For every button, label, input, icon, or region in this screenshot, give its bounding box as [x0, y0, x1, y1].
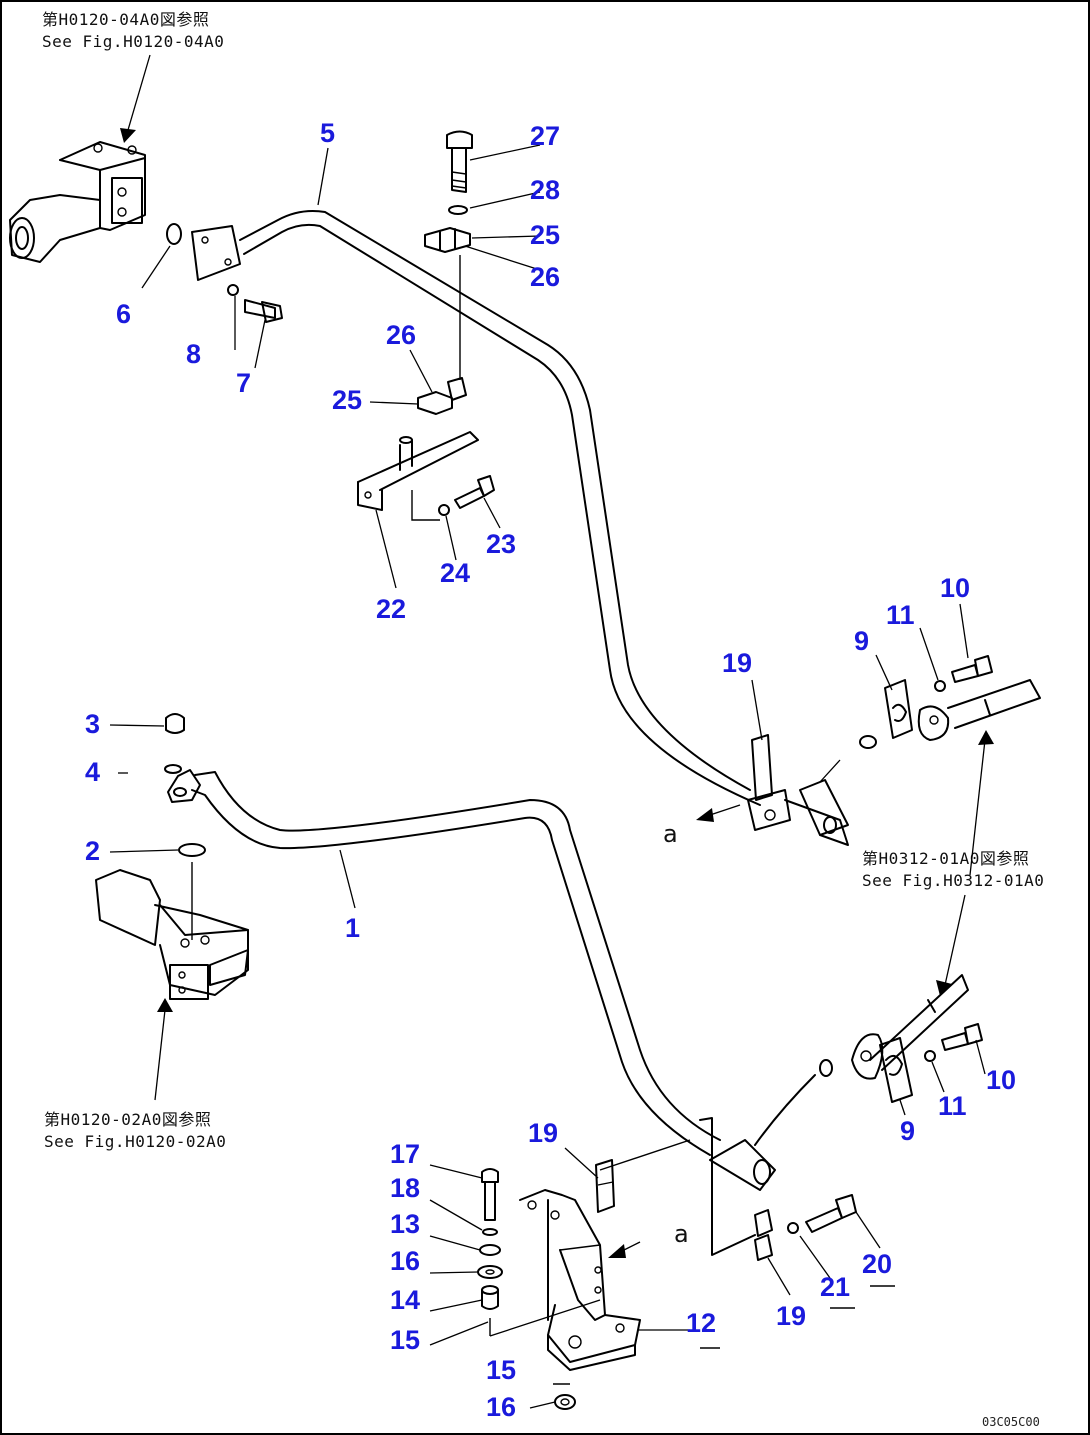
split-flange-9-lower: [879, 1037, 913, 1103]
hose-end-upper: [917, 679, 1041, 741]
bolt-23: [454, 475, 495, 509]
label-9-lower: 9: [900, 1116, 915, 1146]
reference-right-jp: 第H0312-01A0図参照: [862, 849, 1029, 868]
tube-5: [191, 210, 761, 806]
label-26-top: 26: [530, 262, 560, 292]
label-23: 23: [486, 529, 516, 559]
plug-3: [165, 713, 185, 734]
washer-16-lower: [554, 1394, 576, 1410]
label-16-lower: 16: [486, 1392, 516, 1422]
o-ring-upper: [859, 735, 877, 749]
label-14: 14: [390, 1285, 420, 1315]
label-5: 5: [320, 118, 335, 148]
part-number-labels: 5 27 28 25 26 6 8 7 26 25 23 24 22 19 11…: [85, 118, 1016, 1422]
view-letter-a-upper: a: [663, 820, 678, 848]
hose-end-lower: [851, 974, 969, 1080]
steering-valve-bottom: [95, 862, 249, 1000]
spacer-14: [481, 1285, 499, 1310]
tube-1: [167, 769, 721, 1156]
label-22: 22: [376, 594, 406, 624]
bracket-12: [519, 1189, 641, 1371]
label-3: 3: [85, 709, 100, 739]
label-28: 28: [530, 175, 560, 205]
label-2: 2: [85, 836, 100, 866]
washer-8: [227, 284, 239, 296]
o-ring-lower: [819, 1059, 833, 1077]
label-24: 24: [440, 558, 470, 588]
label-25-lower: 25: [332, 385, 362, 415]
reference-bottom-en: See Fig.H0120-02A0: [44, 1132, 226, 1151]
label-19-lower-top: 19: [528, 1118, 558, 1148]
label-16-upper: 16: [390, 1246, 420, 1276]
o-ring-2: [178, 843, 206, 857]
washer-11-upper: [934, 680, 946, 692]
label-15-lower: 15: [486, 1355, 516, 1385]
split-flange-9-upper: [884, 679, 913, 739]
o-ring-4: [164, 764, 182, 774]
label-19-upper: 19: [722, 648, 752, 678]
washer-24: [438, 504, 450, 516]
label-7: 7: [236, 368, 251, 398]
label-17: 17: [390, 1139, 420, 1169]
clamp-19-lower-top: [595, 1159, 615, 1213]
label-15-upper: 15: [390, 1325, 420, 1355]
tube-1-fitting: [699, 1074, 816, 1256]
label-10-lower: 10: [986, 1065, 1016, 1095]
reference-bottom-jp: 第H0120-02A0図参照: [44, 1110, 211, 1129]
label-1: 1: [345, 913, 360, 943]
washer-13: [479, 1244, 501, 1256]
steering-valve-top: [9, 141, 146, 263]
reference-top-en: See Fig.H0120-04A0: [42, 32, 224, 51]
bolt-27: [446, 130, 473, 193]
clamp-19-lower-side: [754, 1209, 773, 1261]
drawing-code: 03C05C00: [982, 1415, 1040, 1429]
washer-18: [482, 1228, 498, 1236]
label-9-upper: 9: [854, 626, 869, 656]
label-11-upper: 11: [886, 600, 915, 630]
label-25-top: 25: [530, 220, 560, 250]
label-10-upper: 10: [940, 573, 970, 603]
label-20: 20: [862, 1249, 892, 1279]
washer-28: [448, 205, 468, 215]
label-11-lower: 11: [938, 1091, 967, 1121]
clamp-25-top: [424, 227, 471, 253]
label-8: 8: [186, 339, 201, 369]
o-ring-6: [166, 223, 182, 245]
view-letter-a-lower: a: [674, 1220, 689, 1248]
label-13: 13: [390, 1209, 420, 1239]
bolt-7: [244, 299, 283, 323]
label-19-lower-side: 19: [776, 1301, 806, 1331]
bracket-22: [357, 431, 479, 521]
label-26-lower: 26: [386, 320, 416, 350]
washer-11-lower: [924, 1050, 936, 1062]
bolt-10-upper: [951, 655, 993, 683]
clamp-19-upper: [747, 734, 791, 831]
clamp-25-lower: [417, 377, 467, 415]
leader-lines: [109, 144, 986, 1409]
washer-16-upper: [477, 1265, 503, 1279]
reference-top-jp: 第H0120-04A0図参照: [42, 10, 209, 29]
bolt-17: [481, 1168, 499, 1221]
label-12: 12: [686, 1308, 716, 1338]
label-18: 18: [390, 1173, 420, 1203]
label-27: 27: [530, 121, 560, 151]
reference-right-en: See Fig.H0312-01A0: [862, 871, 1044, 890]
bolt-20: [805, 1194, 857, 1233]
washer-21: [787, 1222, 799, 1234]
label-21: 21: [820, 1272, 850, 1302]
label-6: 6: [116, 299, 131, 329]
bolt-10-lower: [941, 1023, 983, 1051]
label-4: 4: [85, 757, 100, 787]
